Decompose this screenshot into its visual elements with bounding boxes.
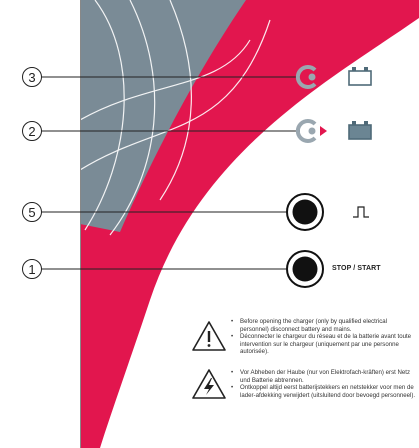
warning-line: Before opening the charger (only by qual… — [231, 318, 417, 333]
battery-full-icon — [348, 121, 372, 140]
callout-led-3: 3 — [22, 67, 42, 87]
warning-line: Ontkoppel altijd eerst batterijstekkers … — [231, 384, 417, 399]
warning-text-electrical: Vor Abheben der Haube (nur von Elektrofa… — [231, 369, 417, 399]
led-arrow-icon — [295, 119, 327, 143]
pulse-icon — [353, 206, 369, 218]
warning-line: Déconnecter le chargeur du réseau et de … — [231, 333, 417, 356]
warning-text-general: Before opening the charger (only by qual… — [231, 318, 417, 356]
callout-led-2: 2 — [22, 121, 42, 141]
button-5[interactable] — [286, 193, 324, 231]
stop-start-button[interactable] — [286, 250, 324, 288]
led-arrow-icon — [295, 65, 327, 89]
callout-button-5: 5 — [22, 202, 42, 222]
battery-empty-icon — [348, 67, 372, 86]
warning-exclamation-icon — [192, 321, 226, 351]
warning-lightning-icon — [192, 369, 226, 399]
grey-band — [80, 0, 246, 232]
warning-line: Vor Abheben der Haube (nur von Elektrofa… — [231, 369, 417, 384]
stop-start-label: STOP / START — [332, 265, 381, 272]
decor-lines — [80, 0, 271, 236]
callout-button-1: 1 — [22, 259, 42, 279]
